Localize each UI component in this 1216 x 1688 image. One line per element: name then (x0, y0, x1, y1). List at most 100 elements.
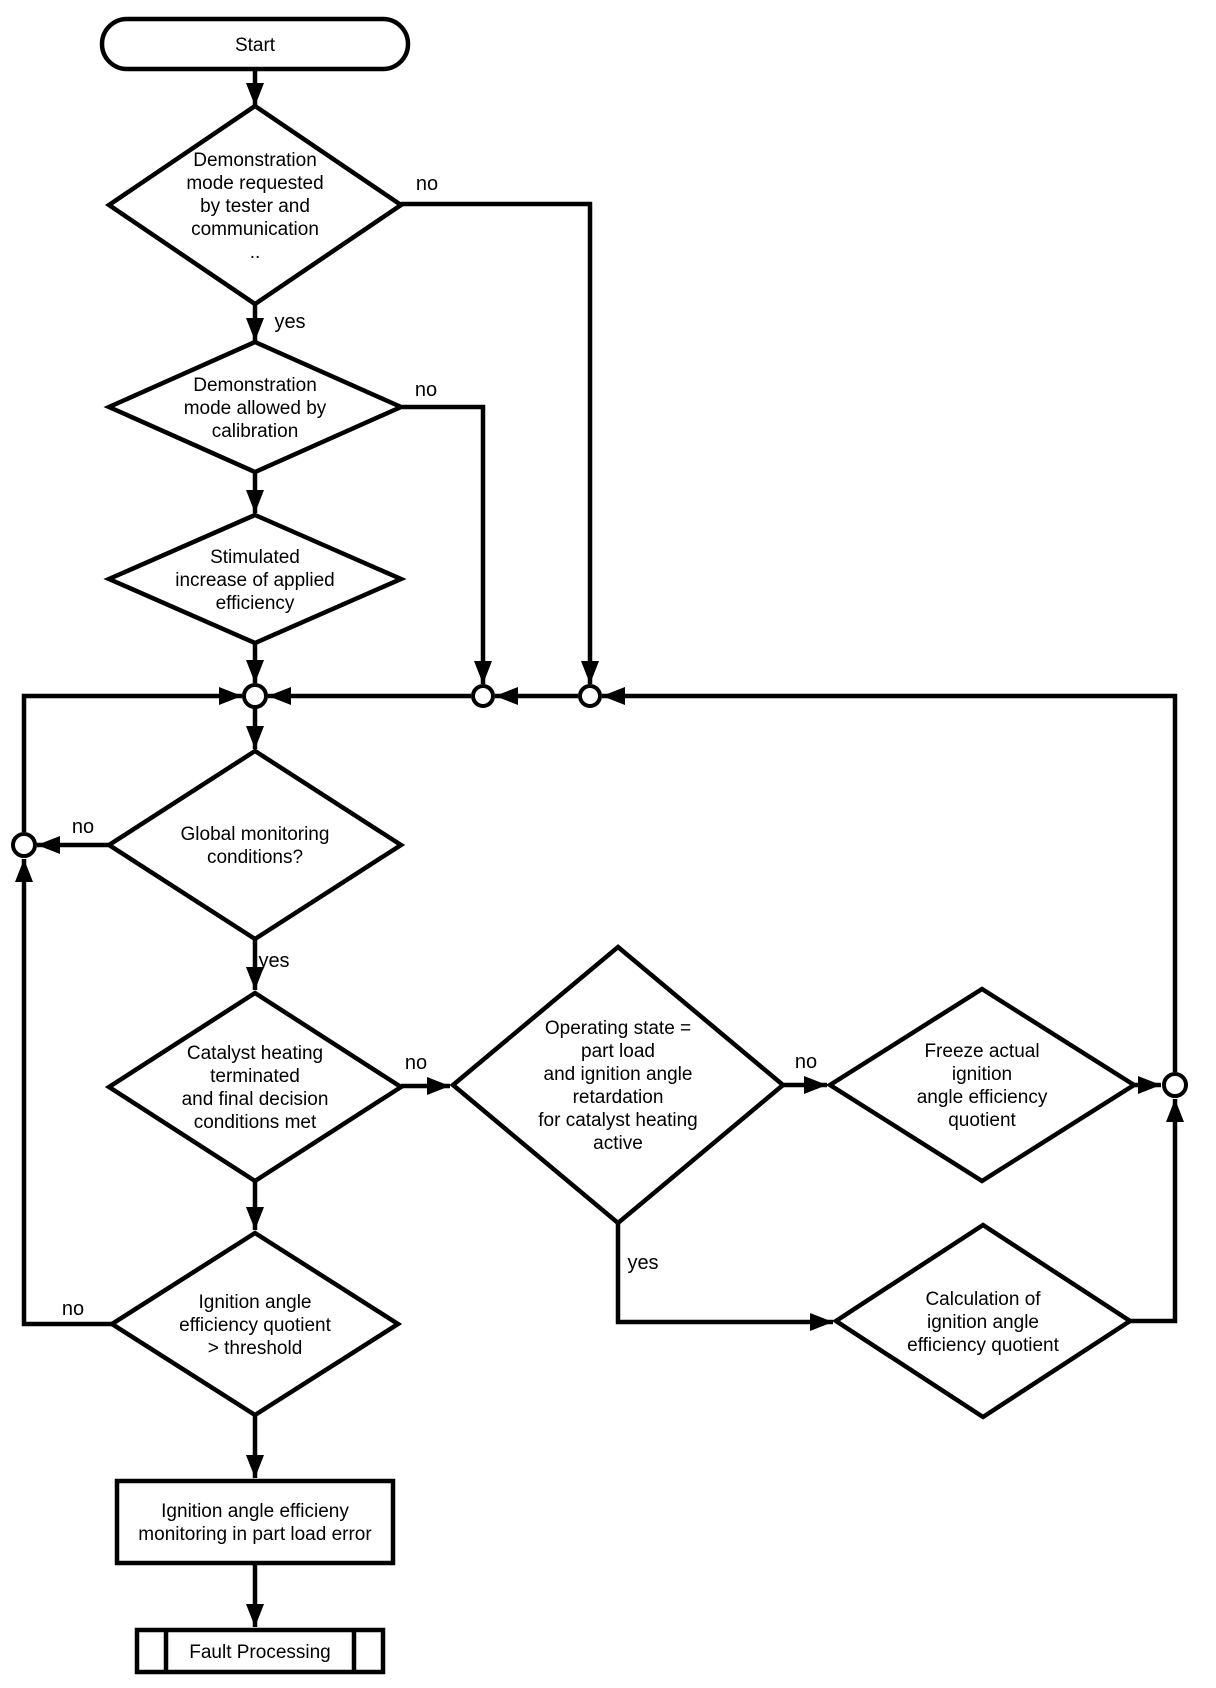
edge-calc-to-right-merge (1130, 1099, 1184, 1324)
edge-junction-to-global (246, 708, 264, 749)
connector-line (401, 201, 593, 684)
edge-bus-mid-to-center (268, 687, 471, 705)
edge-freeze-to-right-merge (1134, 1076, 1161, 1094)
node-start: Start (99, 16, 411, 72)
arrowhead-down-icon (246, 1207, 264, 1230)
connector-line (1130, 1099, 1178, 1324)
edge-demo-requested-yes: yes (246, 304, 306, 341)
decision-shape (449, 944, 787, 1226)
node-fault-processing: Fault Processing (134, 1627, 386, 1675)
edge-operating-yes: yes (615, 1223, 833, 1331)
edge-left-loop-return (21, 687, 242, 832)
arrowhead-down-icon (246, 726, 264, 749)
node-junction-demo-requested-no (578, 684, 602, 708)
arrowhead-down-icon (246, 1604, 264, 1627)
decision-shape (825, 986, 1139, 1184)
edge-ignition-to-error (246, 1415, 264, 1478)
decision-shape (103, 512, 407, 646)
connector-line (402, 404, 486, 684)
decision-shape (103, 339, 407, 475)
arrowhead-down-icon (581, 661, 599, 684)
edge-label-yes: yes (627, 1252, 658, 1274)
edge-catalyst-no: no (401, 1052, 450, 1095)
node-junction-center (242, 683, 268, 709)
junction-circle (471, 684, 495, 708)
decision-shape (107, 1230, 403, 1418)
junction-circle (578, 684, 602, 708)
process-shape (114, 1478, 396, 1566)
arrowhead-left-icon (602, 687, 625, 705)
edge-demo-allowed-no: no (402, 379, 492, 684)
edge-operating-no: no (783, 1051, 827, 1094)
edge-label-no: no (415, 379, 437, 401)
decision-shape (104, 990, 406, 1184)
edge-global-yes: yes (246, 939, 290, 990)
arrowhead-right-icon (427, 1077, 450, 1095)
arrowhead-up-icon (1166, 1099, 1184, 1122)
arrowhead-left-icon (37, 836, 60, 854)
edge-label-no: no (405, 1052, 427, 1074)
terminator-shape (99, 16, 411, 72)
junction-circle (242, 683, 268, 709)
arrowhead-down-icon (246, 660, 264, 683)
decision-shape (104, 103, 406, 307)
arrowhead-right-icon (810, 1313, 833, 1331)
edge-label-no: no (62, 1298, 84, 1320)
edge-label-no: no (72, 816, 94, 838)
edge-catalyst-to-ignition (246, 1181, 264, 1230)
edge-demo-allowed-to-stimulated (246, 472, 264, 513)
node-junction-right-merge (1162, 1072, 1188, 1098)
edge-error-to-fault (246, 1563, 264, 1627)
connector-line (615, 1223, 833, 1325)
arrowhead-right-icon (804, 1076, 827, 1094)
arrowhead-down-icon (246, 318, 264, 341)
arrowhead-right-icon (1138, 1076, 1161, 1094)
arrowhead-down-icon (246, 490, 264, 513)
edge-label-yes: yes (258, 950, 289, 972)
connector-line (602, 693, 1178, 1072)
connector-line (21, 859, 112, 1327)
edge-label-no: no (416, 173, 438, 195)
arrowhead-left-icon (495, 687, 518, 705)
predefined-shape (134, 1627, 386, 1675)
edge-label-no: no (795, 1051, 817, 1073)
arrowhead-down-icon (246, 967, 264, 990)
arrowhead-down-icon (246, 1455, 264, 1478)
node-label: Fault Processing (189, 1642, 331, 1663)
connector-line (21, 693, 242, 832)
edge-global-no: no (37, 816, 109, 854)
arrowhead-up-icon (15, 859, 33, 882)
edge-right-merge-return (602, 687, 1178, 1072)
edge-start-to-demo-requested (246, 69, 264, 106)
arrowhead-down-icon (474, 661, 492, 684)
node-junction-left-loop (11, 832, 37, 858)
edge-bus-right-to-mid (495, 687, 578, 705)
node-junction-demo-allowed-no (471, 684, 495, 708)
junction-circle (11, 832, 37, 858)
edge-demo-requested-no: no (401, 173, 599, 684)
edge-stimulated-to-junction (246, 643, 264, 683)
node-label: Start (235, 35, 276, 56)
arrowhead-right-icon (219, 687, 242, 705)
arrowhead-down-icon (246, 83, 264, 106)
decision-shape (831, 1222, 1135, 1420)
edge-ignition-no: no (15, 859, 112, 1327)
